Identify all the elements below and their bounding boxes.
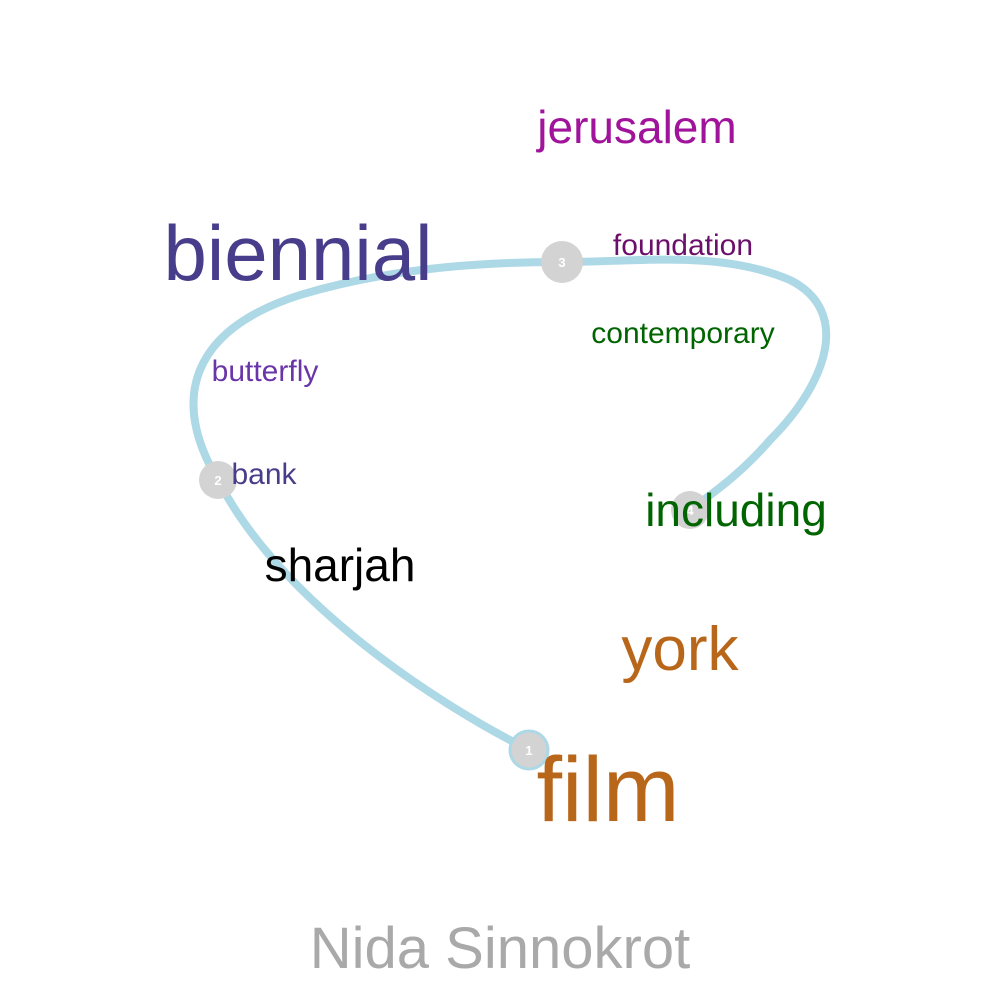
- word-contemporary: contemporary: [591, 317, 774, 350]
- marker-circle: [541, 241, 583, 283]
- word-sharjah: sharjah: [265, 539, 416, 591]
- marker-circle: [199, 461, 237, 499]
- figure-title: Nida Sinnokrot: [310, 916, 690, 981]
- marker-number: 2: [214, 473, 221, 488]
- word-bank: bank: [231, 458, 297, 491]
- word-including: including: [645, 484, 827, 536]
- trajectory-path: [189, 255, 831, 754]
- word-jerusalem: jerusalem: [535, 101, 736, 153]
- marker-number: 3: [558, 255, 565, 270]
- word-foundation: foundation: [613, 229, 753, 262]
- marker-circle: [508, 729, 550, 771]
- marker-number: 1: [525, 743, 532, 758]
- sequence-marker-1: 1: [508, 729, 550, 771]
- sequence-marker-4: 4: [671, 491, 709, 529]
- sequence-marker-3: 3: [541, 241, 583, 283]
- sequence-markers: 1 2 3 4: [199, 241, 709, 771]
- sequence-marker-2: 2: [199, 461, 237, 499]
- word-butterfly: butterfly: [212, 355, 319, 388]
- word-labels: jerusalem biennial foundation contempora…: [164, 101, 827, 841]
- word-york: york: [621, 615, 739, 684]
- marker-number: 4: [686, 503, 694, 518]
- word-film: film: [536, 739, 679, 841]
- marker-circle: [671, 491, 709, 529]
- word-biennial: biennial: [164, 209, 433, 297]
